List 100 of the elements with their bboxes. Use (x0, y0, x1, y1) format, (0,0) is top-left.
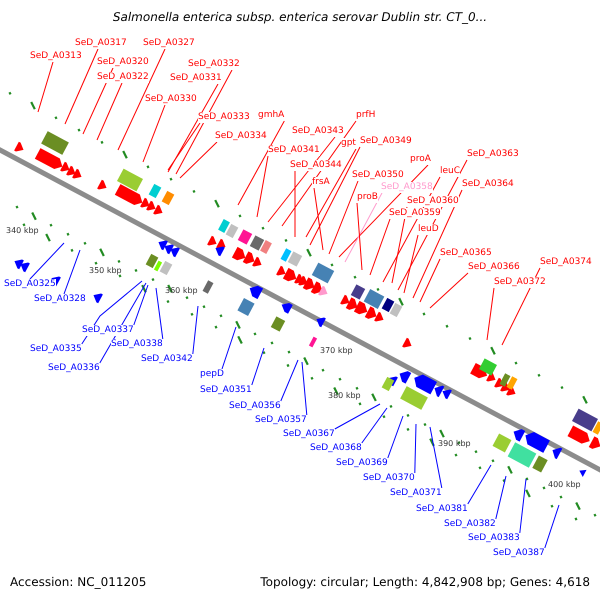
gene-label: leuD (418, 224, 439, 235)
leader-line (404, 234, 418, 294)
leader-line (192, 306, 198, 354)
gene-label: SeD_A0350 (352, 170, 404, 181)
gene-label: SeD_A0330 (145, 94, 197, 105)
leader-line (344, 192, 382, 262)
gene-label: prfH (356, 110, 376, 121)
gene-label: SeD_A0368 (310, 443, 362, 454)
gene-label: SeD_A0371 (390, 488, 442, 499)
gene-label: SeD_A0327 (143, 38, 195, 49)
leader-line (334, 404, 380, 430)
leader-line (356, 202, 362, 270)
leader-line (412, 190, 462, 298)
leader-line (294, 170, 296, 238)
leader-line (420, 258, 440, 302)
gene-label: SeD_A0343 (292, 126, 344, 137)
leader-line (156, 288, 164, 340)
gene-label: pepD (200, 369, 224, 380)
leader-line (544, 504, 560, 548)
gene-label: frsA (312, 177, 330, 188)
gene-label: SeD_A0372 (494, 277, 546, 288)
gene-label: SeD_A0317 (75, 38, 127, 49)
gene-label: SeD_A0342 (141, 354, 193, 365)
gene-label: SeD_A0364 (462, 179, 514, 190)
gene-label: SeD_A0338 (111, 339, 163, 350)
gene-label: SeD_A0367 (283, 429, 335, 440)
map-title: Salmonella enterica subsp. enterica serovar Dublin str. CT_0... (112, 10, 488, 24)
leader-line (81, 280, 142, 344)
leader-line (314, 188, 324, 250)
scale-label: 390 kbp (438, 439, 471, 449)
leader-line (96, 82, 122, 140)
leader-line (486, 288, 494, 340)
leader-line (280, 360, 298, 402)
leader-line (238, 120, 285, 206)
gene-label: proB (357, 192, 378, 203)
gene-label: SeD_A0334 (215, 131, 267, 142)
gene-label: SeD_A0325 (4, 279, 56, 290)
gene-label: SeD_A0370 (363, 473, 415, 484)
leader-line (370, 218, 390, 276)
leader-line (282, 120, 356, 226)
leader-line (64, 48, 98, 124)
leader-line (30, 242, 64, 280)
leader-line (310, 146, 360, 246)
gene-label: SeD_A0356 (229, 401, 281, 412)
leader-line (256, 156, 268, 218)
gene-label: SeD_A0359 (389, 208, 441, 219)
leader-line (133, 284, 148, 326)
gene-label: gmhA (258, 110, 284, 121)
gene-label: SeD_A0360 (407, 196, 459, 207)
leader-line (502, 268, 540, 346)
gene-label: SeD_A0328 (34, 294, 86, 305)
gene-label: SeD_A0383 (468, 533, 520, 544)
gene-label: SeD_A0322 (97, 72, 149, 83)
leader-line (338, 164, 428, 258)
leader-line (180, 142, 218, 178)
gene-label: SeD_A0382 (444, 519, 496, 530)
scale-label: 400 kbp (548, 480, 581, 490)
leader-line (168, 84, 218, 172)
leader-line (118, 48, 166, 150)
gene-label: proA (410, 154, 431, 165)
gene-label: SeD_A0320 (97, 57, 149, 68)
gene-label: SeD_A0387 (493, 548, 545, 559)
gene-label: SeD_A0332 (188, 59, 240, 70)
scale-label: 360 kbp (165, 286, 198, 296)
gene-label: SeD_A0365 (440, 248, 492, 259)
gene-label: SeD_A0358 (381, 182, 433, 193)
leader-line (519, 478, 526, 534)
leader-line (168, 122, 200, 170)
gene-label: gpt (341, 138, 356, 149)
gene-label: SeD_A0374 (540, 257, 592, 268)
leader-line (328, 180, 358, 254)
gene-label: SeD_A0333 (198, 112, 250, 123)
gene-label: SeD_A0337 (82, 325, 134, 336)
gene-label: SeD_A0336 (48, 363, 100, 374)
gene-label: SeD_A0363 (467, 149, 519, 160)
leader-line (64, 250, 80, 294)
gene-label: SeD_A0335 (30, 344, 82, 355)
gene-label: SeD_A0331 (170, 73, 222, 84)
leader-line (268, 136, 336, 222)
scale-label: 370 kbp (320, 346, 353, 356)
leader-line (302, 362, 308, 416)
leader-line (430, 272, 468, 308)
gene-label: SeD_A0313 (30, 51, 82, 62)
gene-label: SeD_A0381 (416, 504, 468, 515)
scale-label: 380 kbp (328, 391, 361, 401)
leader-line (306, 148, 356, 238)
gene-label: SeD_A0341 (268, 145, 320, 156)
leader-line (495, 476, 506, 520)
gene-label: SeD_A0344 (290, 160, 342, 171)
gene-label: SeD_A0369 (336, 458, 388, 469)
footer-text: Topology: circular; Length: 4,842,908 bp; Genes: 4,618 (260, 575, 590, 590)
leader-line (387, 416, 404, 458)
leader-line (176, 70, 232, 174)
gene-label: SeD_A0349 (360, 136, 412, 147)
leader-line (142, 104, 166, 162)
gene-label: SeD_A0366 (468, 262, 520, 273)
gene-label: SeD_A0357 (255, 415, 307, 426)
leader-line (38, 62, 54, 112)
leader-line (222, 326, 236, 370)
gene-label: leuC (440, 166, 460, 177)
